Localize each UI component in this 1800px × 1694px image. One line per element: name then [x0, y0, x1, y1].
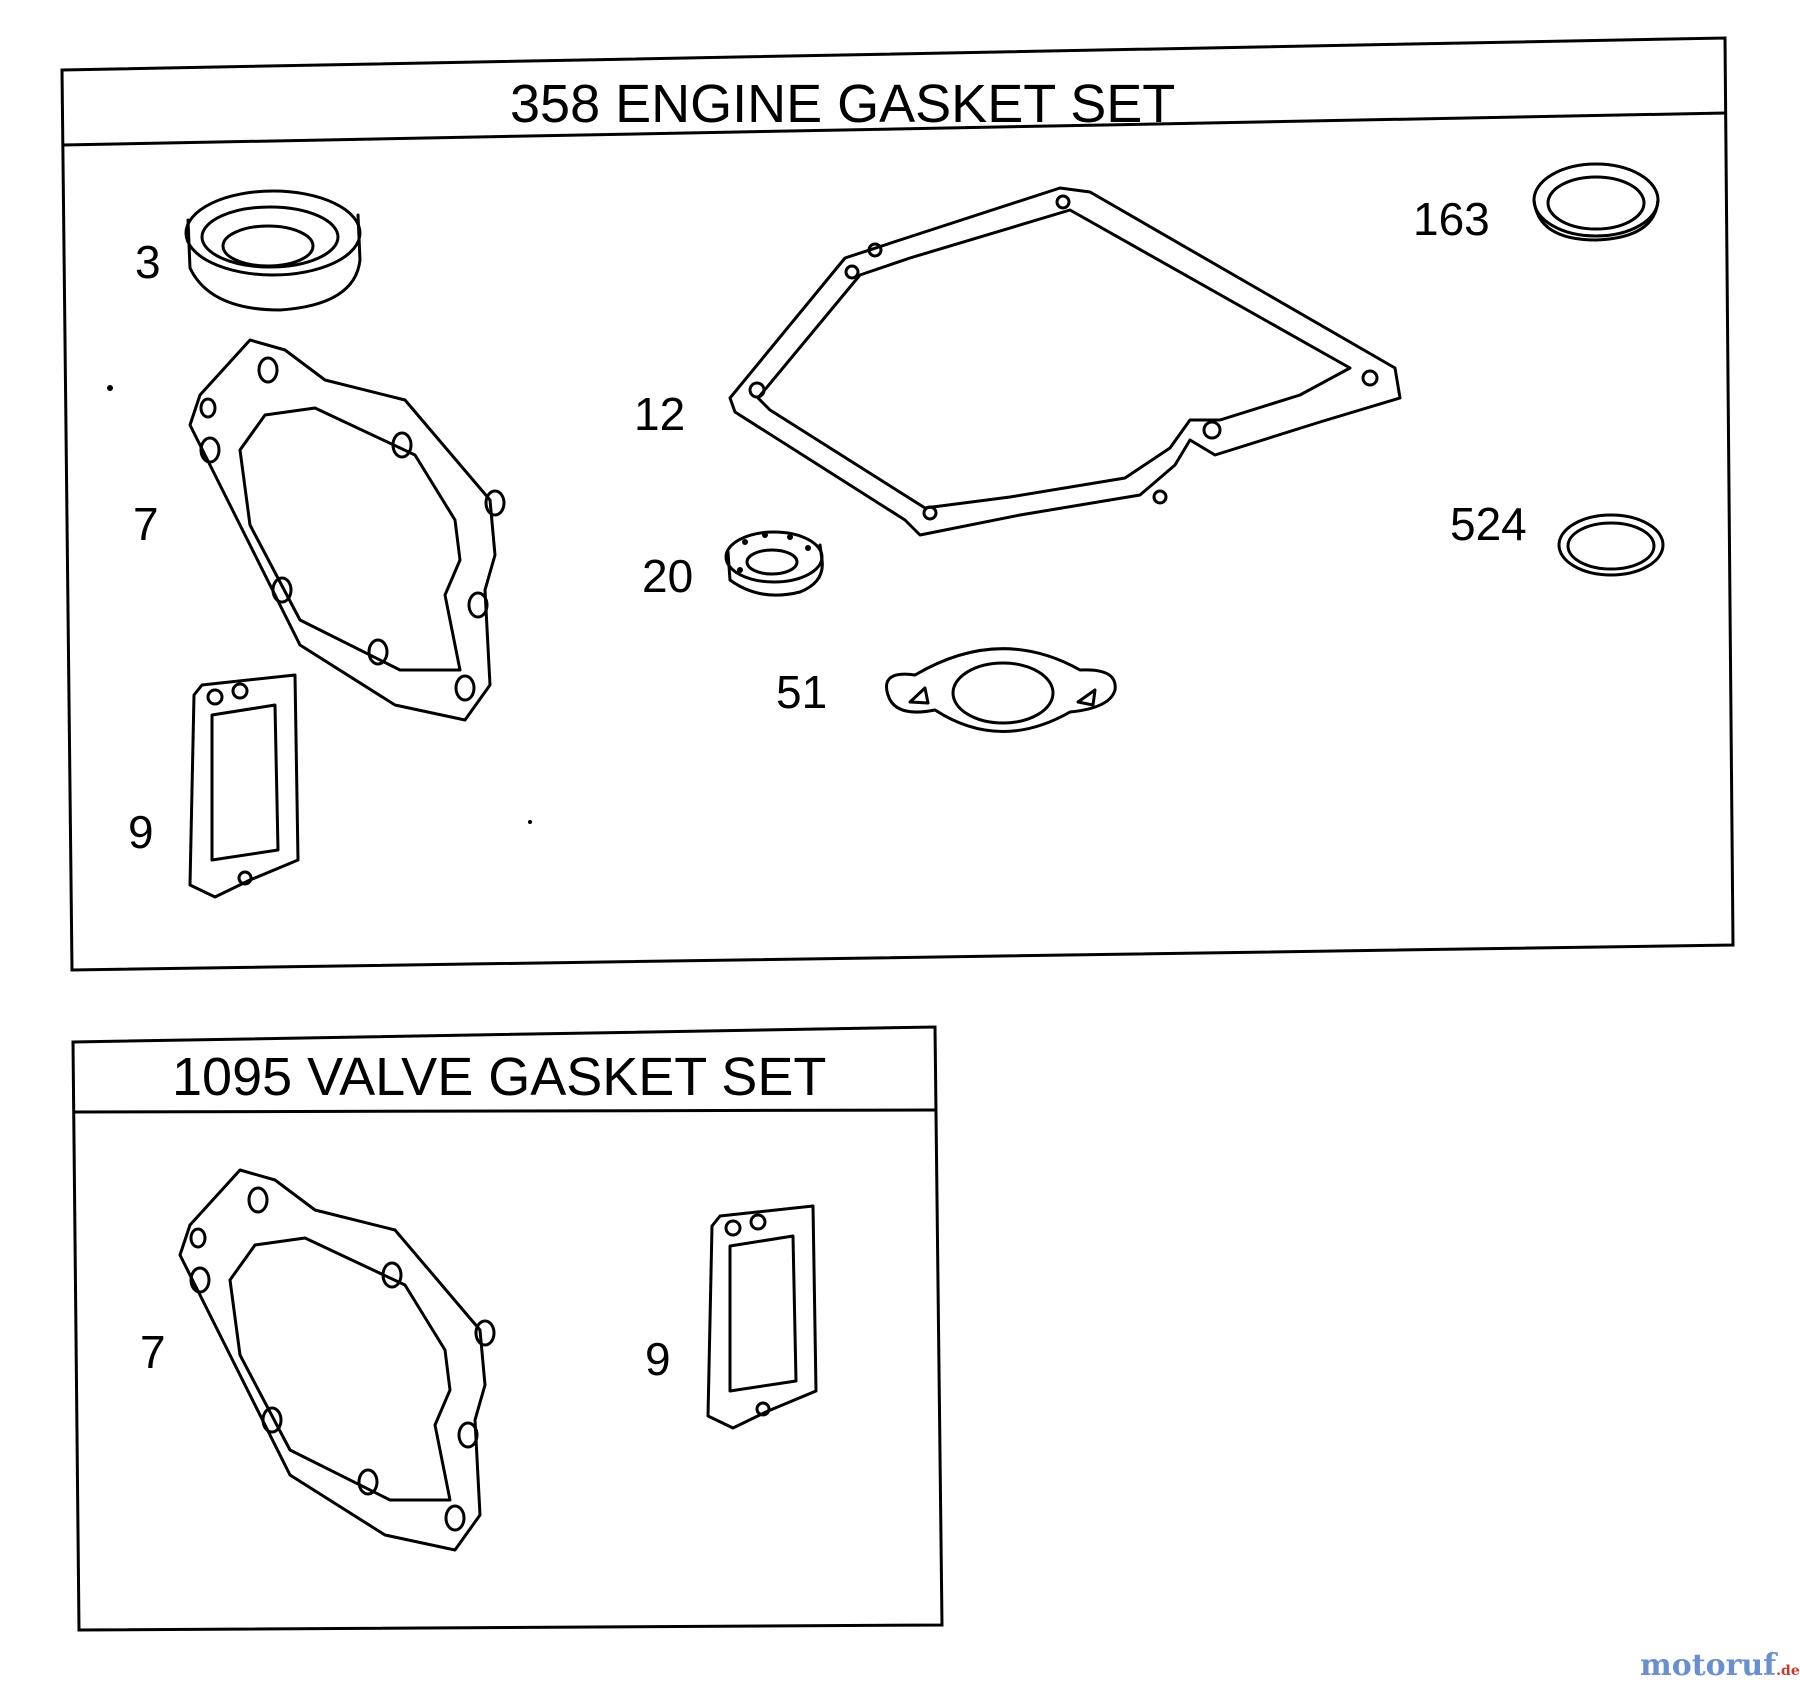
valve-gasket-set-title: 1095 VALVE GASKET SET: [172, 1047, 826, 1107]
callout-12: 12: [634, 388, 685, 440]
valve-cover-gasket-part-2: [706, 1204, 818, 1430]
callout-9: 9: [128, 806, 154, 858]
cylinder-head-gasket-part-2: [178, 1168, 496, 1552]
cylinder-head-gasket-part: [188, 338, 506, 722]
engine-gasket-set-panel: 358 ENGINE GASKET SET 3 7 9: [60, 36, 1735, 972]
small-oil-seal-part: [724, 530, 824, 597]
callout-7-valve-set: 7: [140, 1326, 166, 1378]
crankcase-gasket-part: [728, 186, 1402, 537]
carburetor-gasket-part: [885, 647, 1117, 733]
valve-cover-gasket-part: [188, 673, 300, 899]
watermark: motoruf.de: [1640, 1648, 1800, 1683]
callout-524: 524: [1450, 498, 1527, 550]
valve-gasket-set-panel: 1095 VALVE GASKET SET 7 9: [71, 1025, 944, 1632]
callout-51: 51: [776, 666, 827, 718]
o-ring-163-part: [1532, 162, 1660, 242]
callout-3: 3: [135, 236, 161, 288]
callout-9-valve-set: 9: [645, 1333, 671, 1385]
o-ring-524-part: [1557, 513, 1665, 577]
engine-gasket-set-title: 358 ENGINE GASKET SET: [510, 74, 1175, 134]
oil-seal-part: [184, 189, 362, 312]
callout-20: 20: [642, 550, 693, 602]
callout-163: 163: [1413, 193, 1490, 245]
callout-7: 7: [133, 498, 159, 550]
